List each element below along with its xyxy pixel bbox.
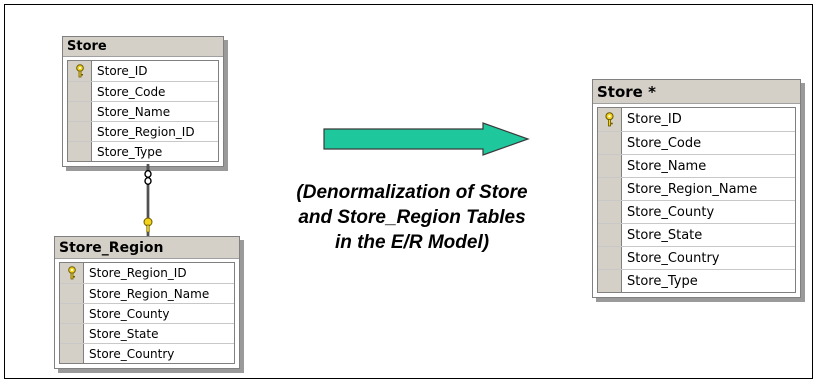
arrow-right-icon (323, 122, 530, 156)
column-list: Store_ID Store_Code Store_Name Store_Reg… (67, 60, 219, 162)
key-icon (68, 61, 92, 81)
store-table[interactable]: Store Store_ID Store_Code Store_Name Sto… (62, 36, 224, 167)
row-selector (60, 284, 84, 303)
column-row[interactable]: Store_Type (68, 141, 218, 161)
column-name: Store_Type (627, 273, 698, 289)
column-row[interactable]: Store_State (60, 323, 234, 343)
column-name: Store_County (89, 306, 170, 321)
row-selector (598, 224, 622, 246)
row-selector (60, 324, 84, 343)
column-row[interactable]: Store_Region_Name (60, 283, 234, 303)
column-row[interactable]: Store_County (598, 200, 795, 223)
table-title: Store (63, 37, 223, 57)
column-row[interactable]: Store_State (598, 223, 795, 246)
caption-line: and Store_Region Tables (298, 207, 526, 228)
column-name: Store_Code (627, 135, 702, 151)
column-row[interactable]: Store_Country (60, 343, 234, 363)
row-selector (60, 344, 84, 363)
row-selector (598, 178, 622, 200)
column-name: Store_Country (627, 250, 720, 266)
column-name: Store_Name (627, 158, 707, 174)
column-row[interactable]: Store_Region_ID (68, 121, 218, 141)
row-selector (598, 155, 622, 177)
row-selector (68, 82, 92, 101)
caption-line: in the E/R Model) (334, 232, 490, 253)
key-icon (598, 108, 622, 131)
row-selector (598, 201, 622, 223)
store-region-table[interactable]: Store_Region Store_Region_ID Store_Regio… (54, 236, 240, 369)
column-name: Store_Region_ID (89, 266, 187, 280)
column-name: Store_State (89, 326, 159, 341)
column-name: Store_ID (627, 112, 682, 127)
column-name: Store_ID (97, 64, 148, 78)
column-name: Store_Country (89, 346, 175, 361)
column-row[interactable]: Store_Name (598, 154, 795, 177)
row-selector (598, 270, 622, 292)
row-selector (598, 247, 622, 269)
column-row[interactable]: Store_Region_Name (598, 177, 795, 200)
column-list: Store_ID Store_Code Store_Name Store_Reg… (597, 107, 796, 293)
caption-line: (Denormalization of Store (296, 182, 528, 203)
column-name: Store_Name (97, 104, 171, 119)
column-name: Store_State (627, 227, 703, 243)
column-row[interactable]: Store_ID (68, 61, 218, 81)
column-row[interactable]: Store_ID (598, 108, 795, 131)
column-row[interactable]: Store_Code (598, 131, 795, 154)
row-selector (60, 304, 84, 323)
column-name: Store_Region_Name (89, 286, 210, 301)
table-title: Store * (593, 80, 800, 104)
column-name: Store_County (627, 204, 715, 220)
row-selector (68, 102, 92, 121)
row-selector (598, 132, 622, 154)
key-icon (60, 263, 84, 283)
key-icon (143, 217, 153, 233)
row-selector (68, 122, 92, 141)
column-row[interactable]: Store_Code (68, 81, 218, 101)
diagram-caption: (Denormalization of Store and Store_Regi… (262, 180, 562, 255)
store-denormalized-table[interactable]: Store * Store_ID Store_Code Store_Name S… (592, 79, 801, 298)
row-selector (68, 142, 92, 161)
infinity-icon (144, 169, 152, 185)
column-name: Store_Code (97, 84, 166, 99)
column-name: Store_Region_ID (97, 124, 195, 139)
column-row[interactable]: Store_Name (68, 101, 218, 121)
column-row[interactable]: Store_Type (598, 269, 795, 292)
column-row[interactable]: Store_Region_ID (60, 263, 234, 283)
table-title: Store_Region (55, 237, 239, 259)
column-row[interactable]: Store_Country (598, 246, 795, 269)
column-name: Store_Region_Name (627, 181, 758, 197)
column-list: Store_Region_ID Store_Region_Name Store_… (59, 262, 235, 364)
column-row[interactable]: Store_County (60, 303, 234, 323)
column-name: Store_Type (97, 144, 163, 159)
